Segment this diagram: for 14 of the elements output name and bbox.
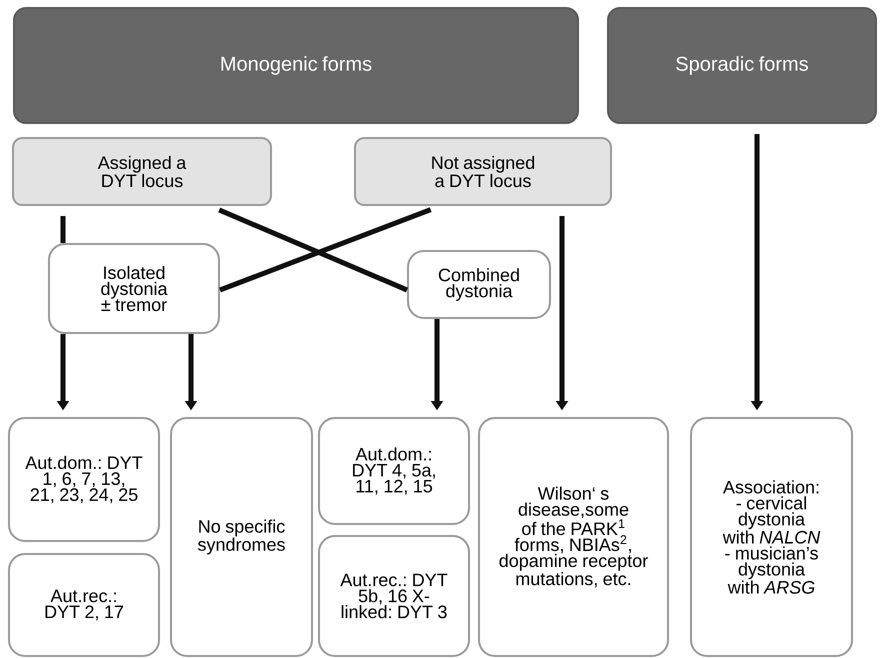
subtype-box: Isolated dystonia ± tremor [48, 243, 220, 334]
gene-list-box: Aut.rec.: DYT 5b, 16 X-linked: DYT 3 [318, 535, 470, 657]
gene-list-box: Aut.rec.: DYT 2, 17 [8, 553, 160, 657]
gene-list-box: Aut.dom.: DYT 1, 6, 7, 13, 21, 23, 24, 25 [8, 417, 160, 542]
subtype-box: Combined dystonia [407, 250, 551, 319]
syndrome-box: Wilson‘ s disease,some of the PARK$^{1}$ forms, NBIAs$^{2}$, dopamine receptor mutations, etc. [478, 417, 669, 657]
association-box: Association: - cervical dystonia with NALCN - musician’s dystonia with ARSG [690, 417, 853, 657]
category-box: Not assigned a DYT locus [354, 137, 612, 206]
category-box: Assigned a DYT locus [12, 137, 272, 206]
connector-line [60, 216, 66, 243]
header-box: Sporadic forms [607, 7, 877, 124]
gene-list-box: Aut.dom.: DYT 4, 5a, 11, 12, 15 [318, 417, 470, 525]
header-box: Monogenic forms [13, 7, 579, 124]
syndrome-box: No specific syndromes [170, 417, 313, 657]
